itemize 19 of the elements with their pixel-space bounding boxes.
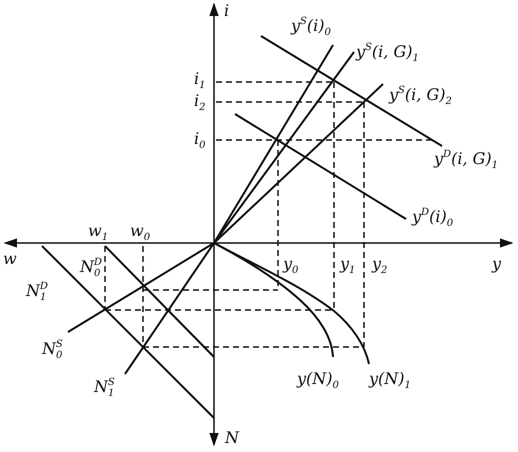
axis-label: y: [492, 255, 502, 273]
axis-label: y$_{1}$: [340, 255, 356, 273]
axis-label: y(N)$_{0}$: [297, 370, 339, 388]
axis-label: i: [224, 2, 230, 20]
axis-label: i$_{2}$: [194, 92, 206, 110]
axis-label: y$^{S}$(i, G)$_{2}$: [389, 86, 452, 104]
axis-label: w$_{0}$: [130, 222, 150, 240]
axis-label: N: [225, 429, 239, 447]
axis-label: y$^{D}$(i, G)$_{1}$: [434, 150, 498, 168]
axis-label: w$_{1}$: [88, 222, 108, 240]
axis-label: y(N)$_{1}$: [369, 370, 411, 388]
axis-label: y$^{S}$(i, G)$_{1}$: [356, 43, 419, 61]
axis-label: y$_{0}$: [283, 255, 298, 273]
axis-label: w: [3, 250, 17, 268]
axis-label: y$_{2}$: [372, 255, 388, 273]
axis-label: i$_{1}$: [194, 70, 206, 88]
axis-label: y$^{S}$(i)$_{0}$: [291, 17, 331, 35]
axis-label: i$_{0}$: [194, 130, 206, 148]
axis-label: y$^{D}$(i)$_{0}$: [412, 208, 454, 226]
